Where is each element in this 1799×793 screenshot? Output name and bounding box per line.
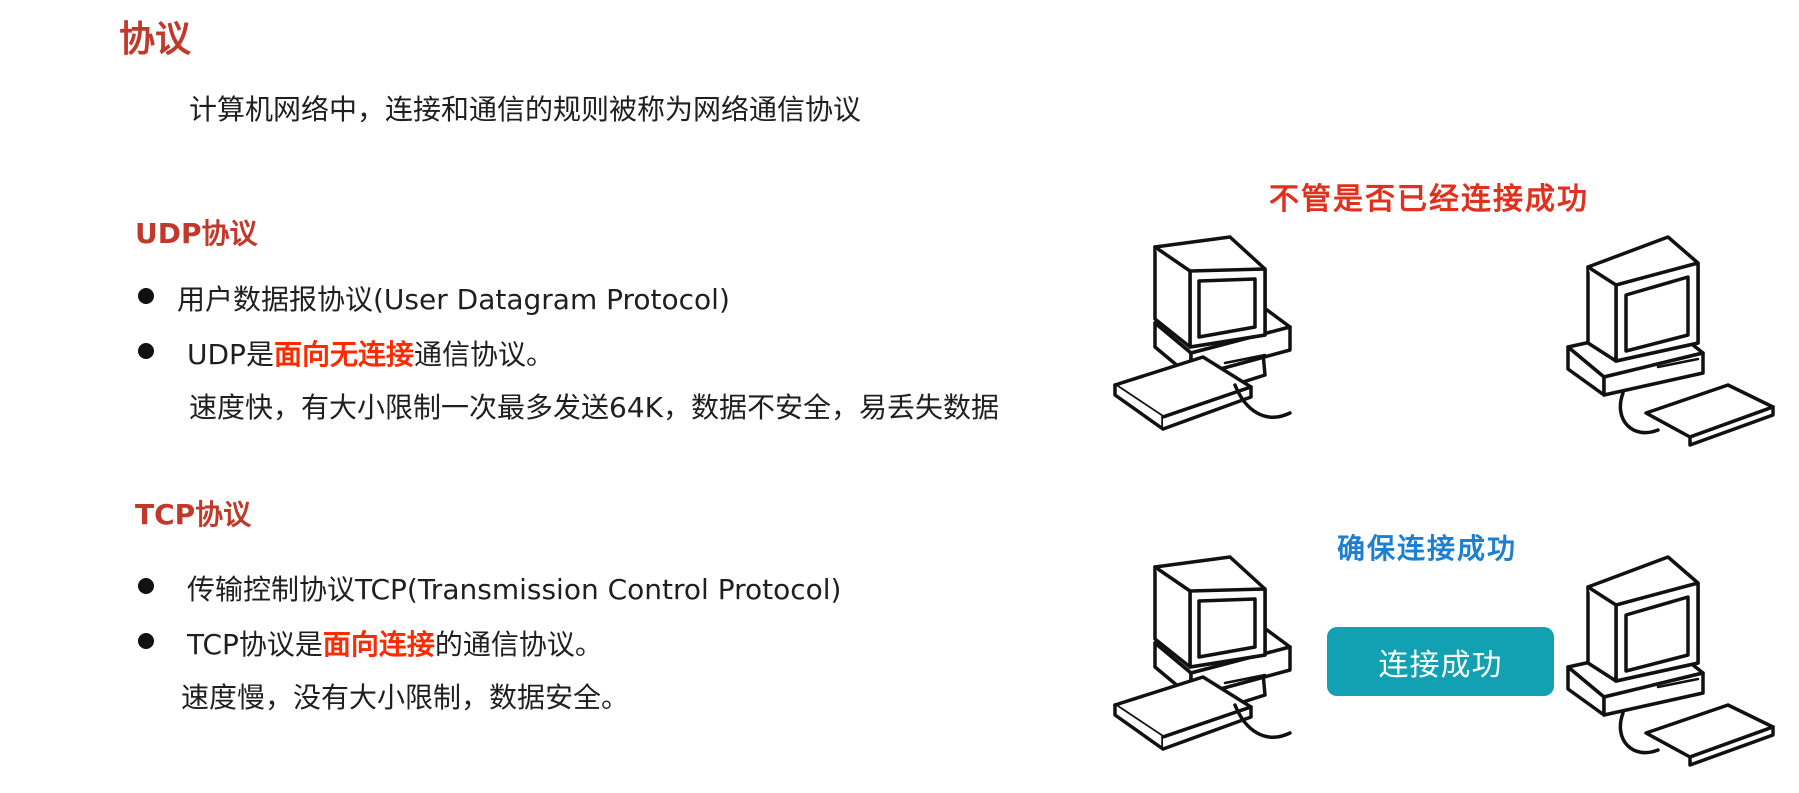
intro-text: 计算机网络中，连接和通信的规则被称为网络通信协议 bbox=[189, 93, 862, 126]
tcp-item-2: TCP协议是面向连接的通信协议。 bbox=[187, 623, 603, 663]
computer-icon bbox=[1113, 235, 1292, 431]
tcp-detail: 速度慢，没有大小限制，数据安全。 bbox=[181, 681, 630, 714]
udp-item-1: 用户数据报协议(User Datagram Protocol) bbox=[177, 283, 730, 316]
udp-item-2-prefix: UDP是 bbox=[187, 338, 274, 371]
computer-icon bbox=[1113, 555, 1292, 751]
bullet-icon bbox=[138, 288, 154, 304]
tcp-item-2-suffix: 的通信协议。 bbox=[434, 628, 603, 661]
computer-icon bbox=[1566, 555, 1775, 767]
udp-item-2-suffix: 通信协议。 bbox=[413, 338, 554, 371]
udp-item-2-highlight: 面向无连接 bbox=[273, 338, 414, 371]
tcp-item-2-highlight: 面向连接 bbox=[322, 628, 435, 661]
page-title: 协议 bbox=[119, 19, 192, 60]
udp-caption: 不管是否已经连接成功 bbox=[1269, 182, 1589, 217]
tcp-caption: 确保连接成功 bbox=[1337, 532, 1518, 565]
udp-heading: UDP协议 bbox=[135, 217, 258, 250]
tcp-item-1: 传输控制协议TCP(Transmission Control Protocol) bbox=[187, 573, 842, 606]
tcp-item-2-prefix: TCP协议是 bbox=[187, 628, 323, 661]
udp-detail: 速度快，有大小限制一次最多发送64K，数据不安全，易丢失数据 bbox=[189, 391, 999, 424]
connect-success-badge: 连接成功 bbox=[1327, 627, 1554, 696]
tcp-heading: TCP协议 bbox=[135, 498, 252, 531]
computer-icon bbox=[1566, 235, 1775, 447]
bullet-icon bbox=[138, 578, 154, 594]
bullet-icon bbox=[138, 343, 154, 359]
udp-item-2: UDP是面向无连接通信协议。 bbox=[187, 333, 554, 373]
bullet-icon bbox=[138, 633, 154, 649]
